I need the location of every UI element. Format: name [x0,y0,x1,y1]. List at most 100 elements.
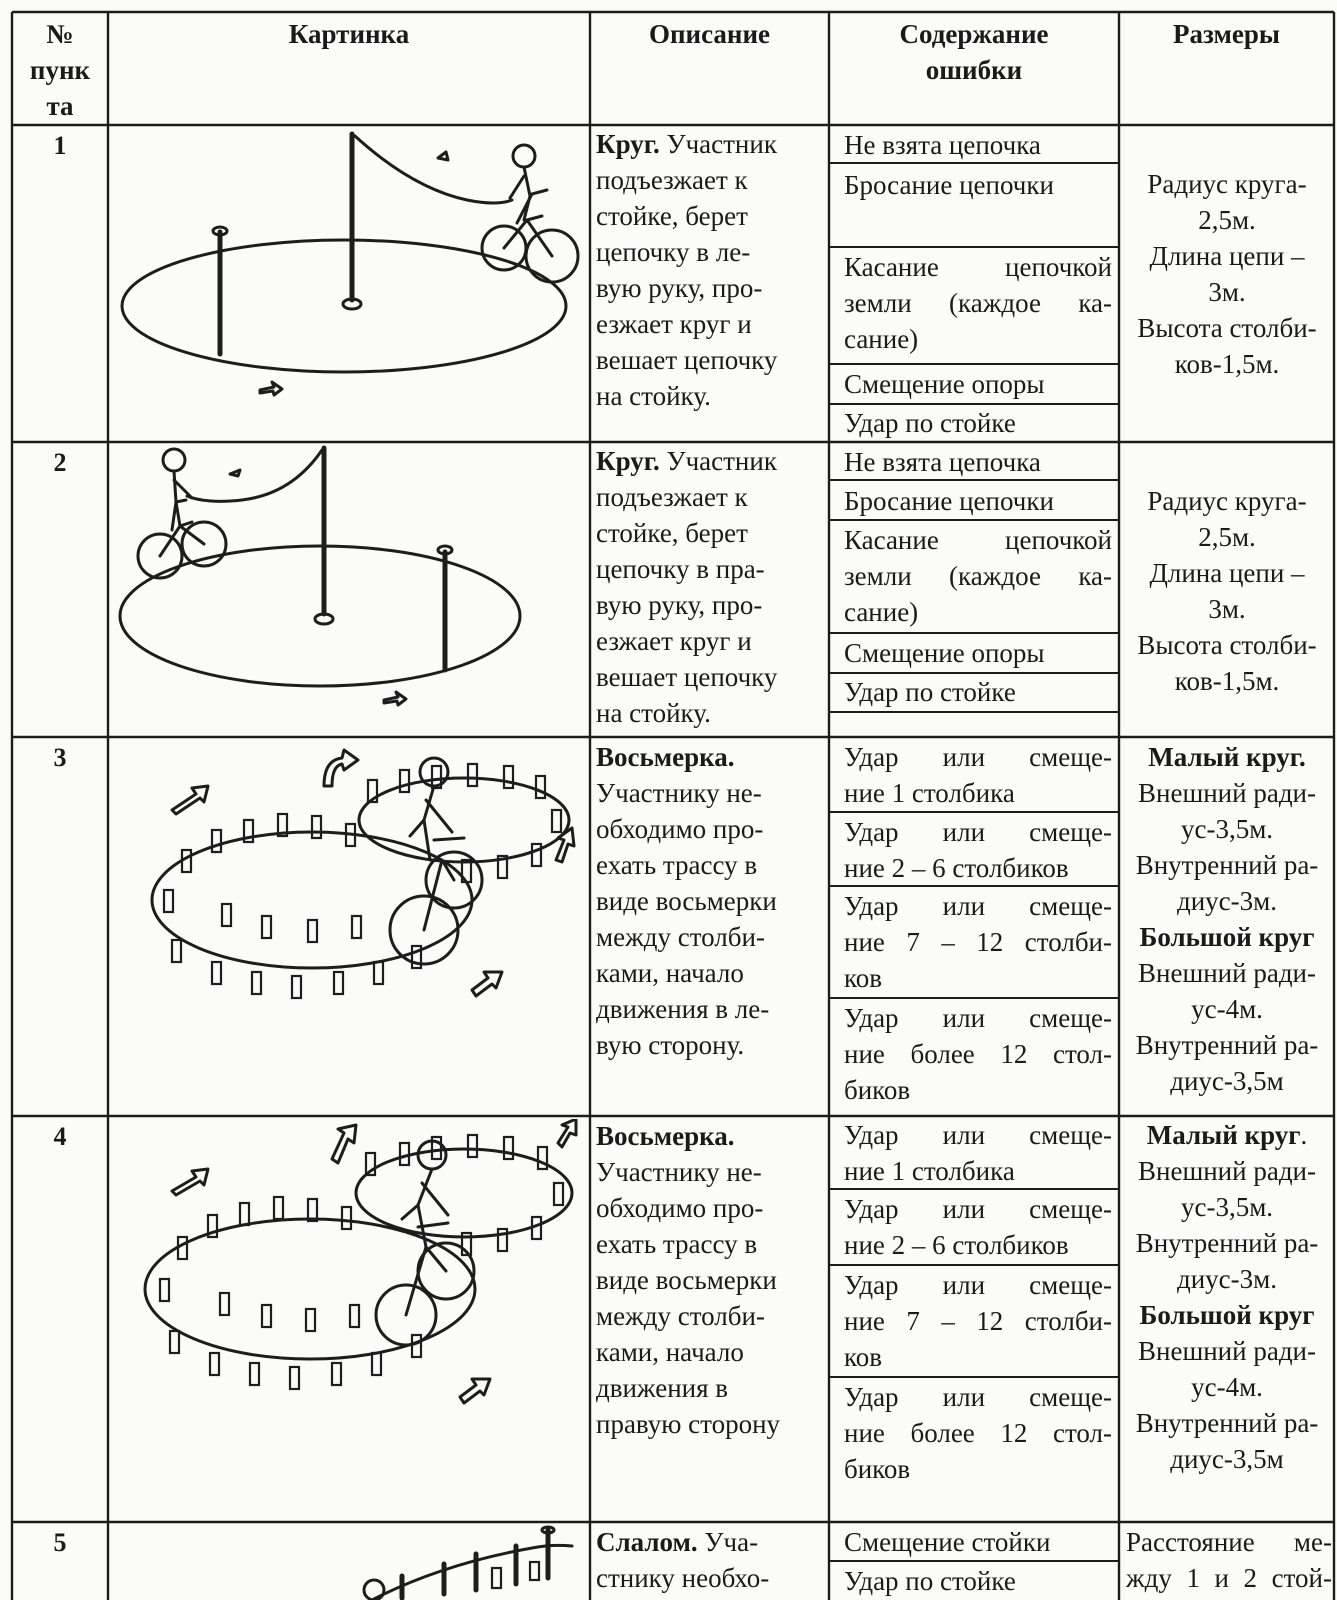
error-line: Удар или смеще- [844,1003,1112,1033]
error-item: Удар или смеще- ние 1 столбика [844,739,1112,811]
bicycle-chain-circle-icon [120,131,580,397]
row-3-description: Восьмерка. Участнику не- обходимо про- е… [596,739,828,1063]
bicycle-chain-circle-icon [118,445,522,707]
header-errors: Содержание ошибки [829,16,1119,88]
error-line: сание) [844,597,919,627]
error-line: биков [844,1075,911,1105]
size-line: 2,5м. [1198,522,1256,552]
description-line: между столби- [596,1301,765,1331]
error-line: Смещение стойки [844,1527,1051,1557]
error-line: Удар или смеще- [844,1382,1112,1412]
row-2-description: Круг. Участник подъезжает к стойке, бере… [596,443,828,731]
size-line: Расстояние ме- [1126,1527,1332,1557]
error-item: Касание цепочкой земли (каждое ка- сание… [844,249,1112,357]
description-title: Восьмерка. [596,742,735,772]
error-line: Удар или смеще- [844,742,1112,772]
error-line: ние более 12 стол- [844,1418,1112,1448]
header-description: Описание [648,19,771,49]
description-line: Участнику не- [596,778,762,808]
description-title: Восьмерка. [596,1121,735,1151]
row-number: 5 [53,1528,67,1557]
size-heading: Большой круг [1139,1300,1315,1330]
description-line: стойке, берет [596,518,748,548]
error-line: ние 2 – 6 столбиков [844,853,1069,883]
size-line: Внутренний ра- [1135,1228,1319,1258]
description-line: подъезжает к [596,482,748,512]
row-5-description: Слалом. Уча- стнику необхо- [596,1524,828,1596]
size-line: диус-3,5м [1170,1066,1284,1096]
size-line: Внутренний ра- [1135,1030,1319,1060]
bicycle-figure-eight-icon [143,1119,578,1405]
header-sizes: Размеры [1173,19,1280,49]
description-line: ками, начало [596,1337,744,1367]
size-line: Длина цепи – [1149,558,1305,588]
error-item: Не взята цепочка [844,127,1112,163]
size-heading: Малый круг [1146,1120,1301,1150]
error-line: земли (каждое ка- [844,288,1112,318]
error-item: Бросание цепочки [844,483,1112,519]
error-line: ние 7 – 12 столби- [844,927,1112,957]
row-4-picture [112,1119,586,1509]
error-item: Касание цепочкой земли (каждое ка- сание… [844,522,1112,630]
header-errors-line: Содержание [899,19,1049,49]
error-line: Удар или смеще- [844,1270,1112,1300]
error-item: Удар или смеще- ние 7 – 12 столби- ков [844,888,1112,996]
size-line: ус-4м. [1191,1372,1263,1402]
description-line: вешает цепочку [596,345,778,375]
size-line: 2,5м. [1198,205,1256,235]
size-line: ков-1,5м. [1174,666,1280,696]
row-4-sizes: Малый круг. Внешний ради- ус-3,5м. Внутр… [1121,1117,1333,1477]
error-line: Бросание цепочки [844,486,1054,516]
description-line: ками, начало [596,958,744,988]
description-line: ехать трассу в [596,1229,758,1259]
row-1-picture [112,128,586,438]
error-item: Не взята цепочка [844,444,1112,480]
row-5-picture [112,1524,586,1600]
size-heading: Малый круг. [1148,742,1306,772]
description-line: Уча- [697,1527,759,1557]
error-line: Удар или смеще- [844,1120,1112,1150]
row-5-sizes: Расстояние ме- жду 1 и 2 стой- [1126,1524,1332,1596]
size-line: Внешний ради- [1138,1156,1316,1186]
size-line: 3м. [1208,277,1246,307]
error-item: Бросание цепочки [844,167,1112,203]
size-line: ус-3,5м. [1180,814,1274,844]
description-line: между столби- [596,922,765,952]
description-line: подъезжает к [596,165,748,195]
size-line: Внутренний ра- [1135,850,1319,880]
bicycle-figure-eight-icon [150,748,576,1000]
size-line: Внешний ради- [1138,958,1316,988]
error-line: Удар по стойке [844,1566,1016,1596]
header-num-line: № [46,19,74,49]
description-line: на стойку. [596,698,711,728]
description-line: Участнику не- [596,1157,762,1187]
description-line: цепочку в пра- [596,554,765,584]
size-line: Радиус круга- [1147,486,1307,516]
error-line: ков [844,963,882,993]
error-line: биков [844,1454,911,1484]
error-line: Удар по стойке [844,408,1016,438]
size-heading: Большой круг [1139,922,1315,952]
error-line: сание) [844,324,919,354]
description-line: вую руку, про- [596,590,763,620]
description-line: обходимо про- [596,814,764,844]
row-number: 3 [53,743,67,772]
description-line: на стойку. [596,381,711,411]
error-item: Удар или смеще- ние более 12 стол- биков [844,1379,1112,1487]
error-line: Бросание цепочки [844,170,1054,200]
header-picture: Картинка [288,19,410,49]
slalom-posts-icon [362,1525,574,1600]
error-line: ние 2 – 6 столбиков [844,1230,1069,1260]
error-line: Удар или смеще- [844,891,1112,921]
error-line: ние более 12 стол- [844,1039,1112,1069]
error-line: Удар или смеще- [844,817,1112,847]
header-num: № пунк та [12,16,108,124]
description-line: правую сторону [596,1409,781,1439]
error-line: Смещение опоры [844,369,1045,399]
size-line: Высота столби- [1137,313,1317,343]
size-line: 3м. [1208,594,1246,624]
error-line: ние 7 – 12 столби- [844,1306,1112,1336]
size-line: Длина цепи – [1149,241,1305,271]
description-title: Круг. [596,129,660,159]
description-line: езжает круг и [596,626,752,656]
